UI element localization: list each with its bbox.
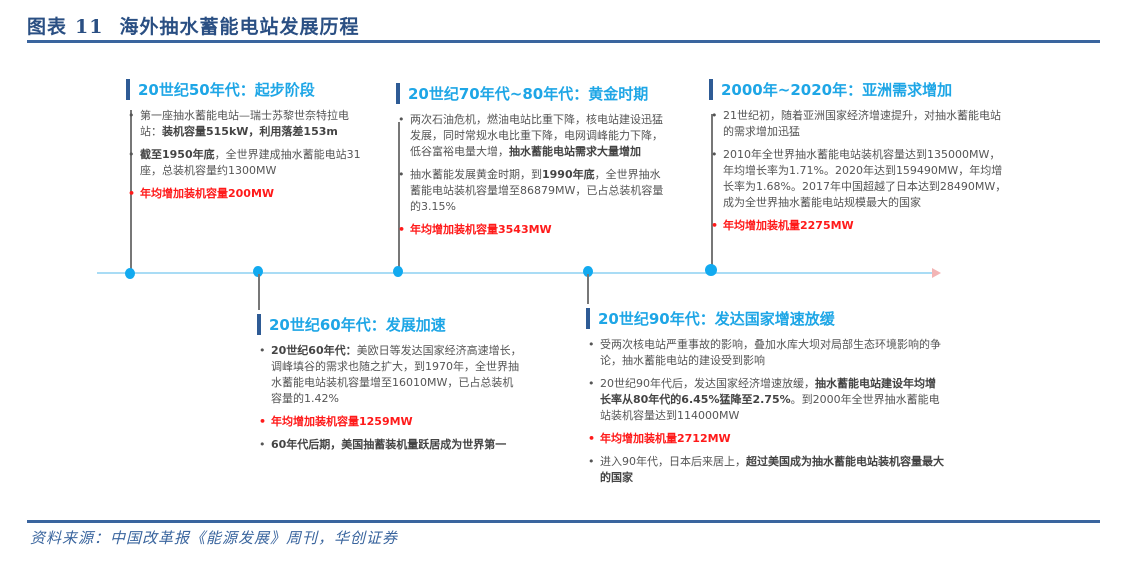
heading-accent-bar: [709, 79, 713, 100]
bottom-divider: [27, 520, 1100, 523]
figure-title: 图表 11 海外抽水蓄能电站发展历程: [27, 12, 359, 39]
stem-1960s: [258, 274, 260, 310]
bullet-item: 进入90年代，日本后来居上，超过美国成为抽水蓄能电站装机容量最大的国家: [586, 454, 946, 486]
bullet-item: 60年代后期，美国抽蓄装机量跃居成为世界第一: [257, 437, 522, 453]
highlight-bullet: 年均增加装机量2712MW: [586, 431, 946, 447]
highlight-bullet: 年均增加装机容量1259MW: [257, 414, 522, 430]
timeline-dot-1960s: [253, 266, 263, 277]
bullet-item: 两次石油危机，燃油电站比重下降，核电站建设迅猛发展，同时常规水电比重下降，电网调…: [396, 112, 664, 160]
bullet-item: 抽水蓄能发展黄金时期，到1990年底，全世界抽水蓄能电站装机容量增至86879M…: [396, 167, 664, 215]
bullet-list: 20世纪60年代：美欧日等发达国家经济高速增长，调峰填谷的需求也随之扩大，到19…: [257, 343, 522, 453]
period-heading: 20世纪90年代：发达国家增速放缓: [586, 307, 946, 331]
figure-label: 图表: [27, 16, 68, 38]
timeline-dot-1970s: [393, 266, 403, 277]
period-card-1960s: 20世纪60年代：发展加速 20世纪60年代：美欧日等发达国家经济高速增长，调峰…: [257, 313, 522, 460]
bullet-list: 受两次核电站严重事故的影响，叠加水库大坝对局部生态环境影响的争论，抽水蓄能电站的…: [586, 337, 946, 486]
bullet-list: 21世纪初，随着亚洲国家经济增速提升，对抽水蓄能电站的需求增加迅猛 2010年全…: [709, 108, 1009, 234]
timeline-arrow-icon: [932, 268, 941, 278]
heading-accent-bar: [396, 83, 400, 104]
period-heading: 2000年~2020年：亚洲需求增加: [709, 78, 1009, 102]
figure-title-text: 海外抽水蓄能电站发展历程: [119, 16, 360, 38]
source-note: 资料来源：中国改革报《能源发展》周刊，华创证券: [30, 529, 399, 547]
bullet-item: 2010年全世界抽水蓄能电站装机容量达到135000MW，年均增长率为1.71%…: [709, 147, 1009, 211]
timeline-axis: [97, 272, 933, 274]
highlight-bullet: 年均增加装机容量3543MW: [396, 222, 664, 238]
bullet-item: 21世纪初，随着亚洲国家经济增速提升，对抽水蓄能电站的需求增加迅猛: [709, 108, 1009, 140]
bullet-item: 受两次核电站严重事故的影响，叠加水库大坝对局部生态环境影响的争论，抽水蓄能电站的…: [586, 337, 946, 369]
bullet-list: 两次石油危机，燃油电站比重下降，核电站建设迅猛发展，同时常规水电比重下降，电网调…: [396, 112, 664, 238]
heading-accent-bar: [126, 79, 130, 100]
period-heading: 20世纪60年代：发展加速: [257, 313, 522, 337]
highlight-bullet: 年均增加装机容量200MW: [126, 186, 366, 202]
bullet-item: 20世纪90年代后，发达国家经济增速放缓，抽水蓄能电站建设年均增长率从80年代的…: [586, 376, 946, 424]
period-card-1950s: 20世纪50年代：起步阶段 第一座抽水蓄能电站—瑞士苏黎世奈特拉电站：装机容量5…: [126, 78, 366, 209]
period-card-1990s: 20世纪90年代：发达国家增速放缓 受两次核电站严重事故的影响，叠加水库大坝对局…: [586, 307, 946, 493]
bullet-item: 第一座抽水蓄能电站—瑞士苏黎世奈特拉电站：装机容量515kW，利用落差153m: [126, 108, 366, 140]
period-card-1970s-1980s: 20世纪70年代~80年代：黄金时期 两次石油危机，燃油电站比重下降，核电站建设…: [396, 82, 664, 245]
bullet-item: 截至1950年底，全世界建成抽水蓄能电站31座，总装机容量约1300MW: [126, 147, 366, 179]
top-divider: [27, 40, 1100, 43]
heading-accent-bar: [257, 314, 261, 335]
heading-accent-bar: [586, 308, 590, 329]
period-heading: 20世纪50年代：起步阶段: [126, 78, 366, 102]
bullet-list: 第一座抽水蓄能电站—瑞士苏黎世奈特拉电站：装机容量515kW，利用落差153m …: [126, 108, 366, 202]
period-card-2000-2020: 2000年~2020年：亚洲需求增加 21世纪初，随着亚洲国家经济增速提升，对抽…: [709, 78, 1009, 241]
timeline-dot-1950s: [125, 268, 135, 279]
highlight-bullet: 年均增加装机量2275MW: [709, 218, 1009, 234]
bullet-item: 20世纪60年代：美欧日等发达国家经济高速增长，调峰填谷的需求也随之扩大，到19…: [257, 343, 522, 407]
stem-1990s: [587, 274, 589, 304]
timeline-dot-2000s: [705, 264, 717, 276]
figure-number: 11: [75, 16, 104, 38]
period-heading: 20世纪70年代~80年代：黄金时期: [396, 82, 664, 106]
timeline-dot-1990s: [583, 266, 593, 277]
